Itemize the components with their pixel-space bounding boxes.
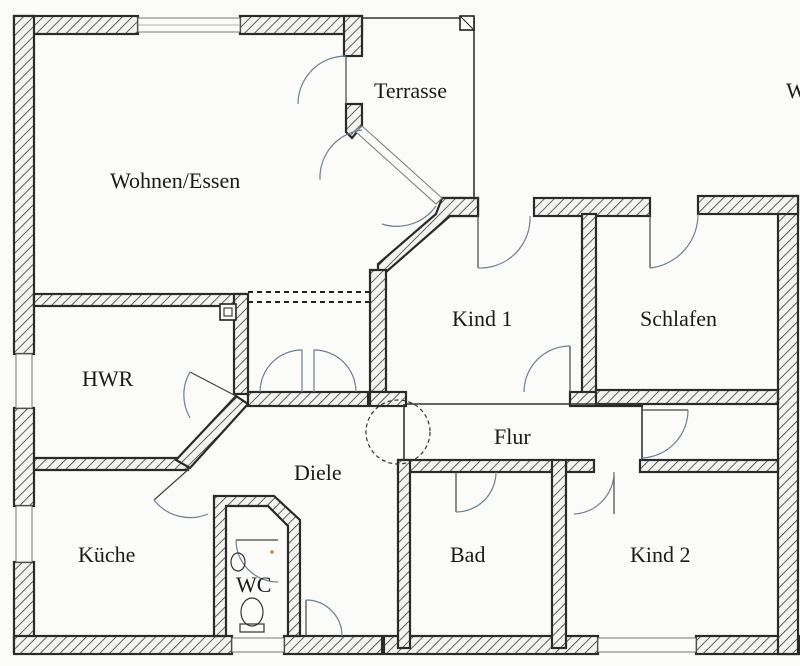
room-label-flur: Flur (494, 424, 531, 449)
flur-outline (403, 403, 643, 460)
room-label-kueche: Küche (78, 542, 136, 567)
dashed-circle (365, 399, 431, 465)
room-label-bad: Bad (450, 542, 486, 567)
doors (153, 55, 699, 637)
room-label-wc: WC (236, 572, 272, 597)
terrasse-outline (362, 15, 475, 198)
wc-fixtures (230, 550, 274, 633)
room-label-kind1: Kind 1 (452, 306, 513, 331)
room-label-schlafen: Schlafen (640, 306, 717, 331)
exterior-walls (12, 14, 800, 656)
interior-walls (32, 196, 780, 650)
chimney-square (219, 303, 237, 321)
room-label-hwr: HWR (82, 366, 134, 391)
room-label-wohnen-essen: Wohnen/Essen (110, 168, 241, 193)
room-label-terrasse: Terrasse (374, 78, 447, 103)
room-label-diele: Diele (294, 460, 342, 485)
windows (15, 17, 697, 653)
room-label-kind2: Kind 2 (630, 542, 691, 567)
edge-text: W (786, 78, 800, 103)
